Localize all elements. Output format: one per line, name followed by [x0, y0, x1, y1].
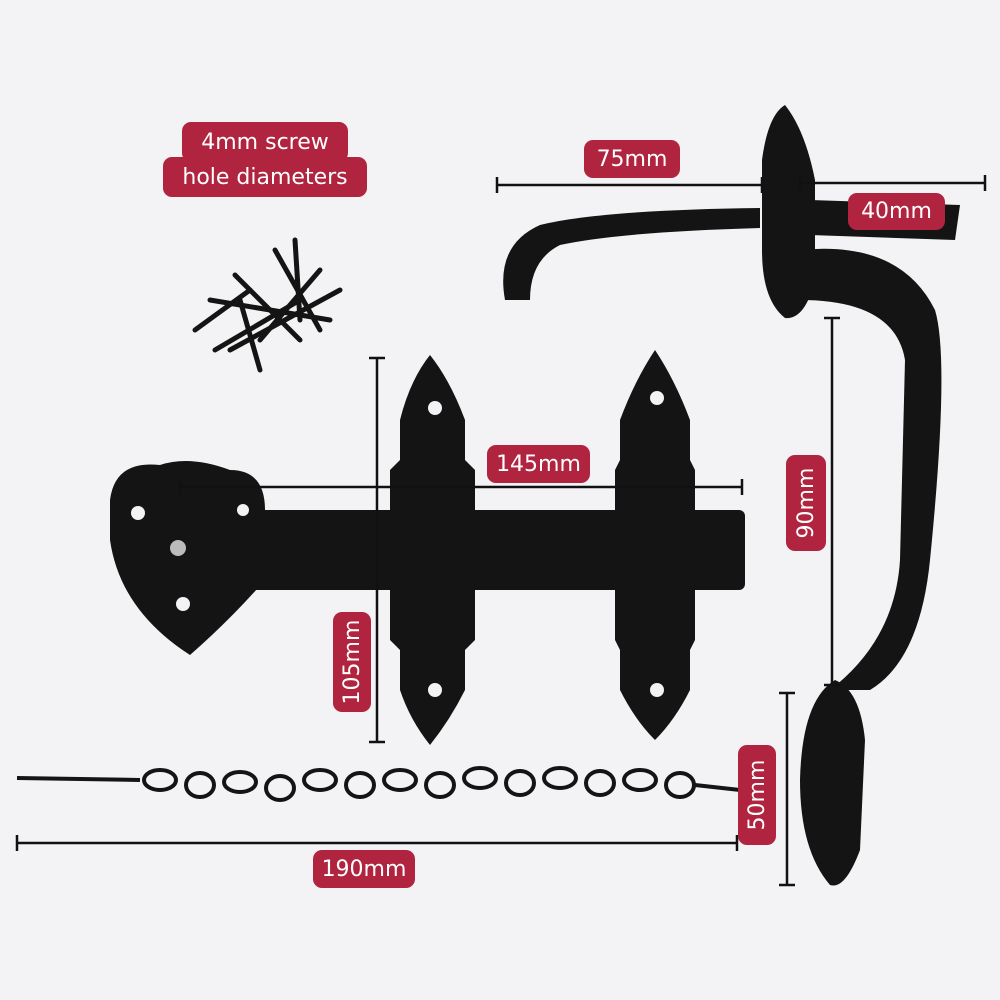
- screw-callout-line1: 4mm screw: [182, 122, 348, 162]
- latch-keeper: [615, 350, 695, 740]
- thumb-lever: [503, 208, 760, 300]
- bottom-backplate: [800, 680, 865, 886]
- latch-guide: [390, 355, 475, 745]
- dimension-190mm: 190mm: [313, 850, 415, 888]
- screws: [192, 237, 343, 373]
- chain: [16, 766, 741, 802]
- dimension-75mm: 75mm: [584, 140, 680, 178]
- screw-callout-line2: hole diameters: [163, 157, 367, 197]
- dimension-105mm: 105mm: [333, 612, 371, 712]
- dimension-90mm: 90mm: [786, 455, 826, 551]
- dimension-50mm: 50mm: [738, 745, 776, 845]
- dimension-lines: [15, 175, 987, 887]
- dimension-145mm: 145mm: [487, 445, 590, 483]
- dimension-40mm: 40mm: [848, 193, 945, 230]
- grip-handle: [800, 248, 942, 690]
